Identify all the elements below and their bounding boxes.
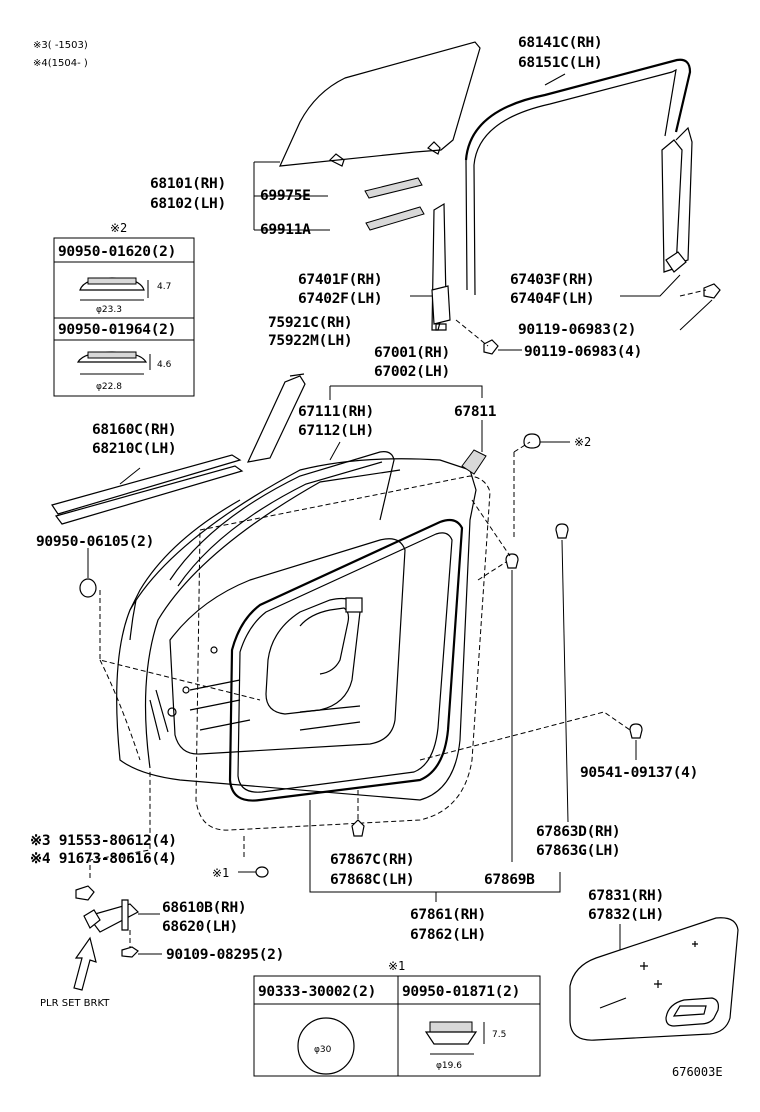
bolt-90119-a — [679, 283, 721, 331]
label-plr-set-brkt: PLR SET BRKT — [40, 998, 110, 1009]
label-90109: 90109-08295(2) — [166, 947, 284, 963]
label-67863g: 67863G(LH) — [536, 843, 620, 859]
label-67862: 67862(LH) — [410, 927, 486, 943]
glass-channel-69911 — [365, 206, 425, 231]
door-weatherstrip-67861 — [228, 518, 464, 802]
label-67002: 67002(LH) — [374, 364, 450, 380]
label-68160: 68160C(RH) — [92, 422, 176, 438]
door-inner-panel — [149, 538, 406, 755]
label-67861: 67861(RH) — [410, 907, 486, 923]
phantom-outline — [195, 475, 491, 831]
label-67402: 67402F(LH) — [298, 291, 382, 307]
label-68101: 68101(RH) — [150, 176, 226, 192]
label-75921: 75921C(RH) — [268, 315, 352, 331]
inset2-row2-part: 90950-01964(2) — [58, 322, 176, 338]
label-75922: 75922M(LH) — [268, 333, 352, 349]
label-67868: 67868C(LH) — [330, 872, 414, 888]
grommet-2 — [523, 433, 570, 449]
inset2-row2-h: 4.6 — [157, 360, 172, 370]
label-68610: 68610B(RH) — [162, 900, 246, 916]
clip-67863 — [555, 523, 569, 823]
inset1-col1-part: 90333-30002(2) — [258, 984, 376, 1000]
label-67832: 67832(LH) — [588, 907, 664, 923]
inset1-col2-d: φ19.6 — [436, 1061, 462, 1071]
label-90950-06105: 90950-06105(2) — [36, 534, 154, 550]
label-90119-b: 90119-06983(4) — [524, 344, 642, 360]
rear-sash-67403 — [661, 126, 693, 273]
inset1-mark: ※1 — [388, 959, 405, 973]
label-90541: 90541-09137(4) — [580, 765, 698, 781]
label-67811: 67811 — [454, 404, 497, 420]
front-door-panel — [116, 458, 477, 801]
mark-1-callout — [238, 836, 269, 878]
clip-67869 — [505, 553, 519, 862]
door-glass — [279, 41, 481, 167]
inset-parts-1 — [253, 975, 541, 1077]
label-91553: ※3 91553-80612(4) — [30, 833, 177, 849]
label-67404: 67404F(LH) — [510, 291, 594, 307]
inset2-row1-h: 4.7 — [157, 282, 171, 292]
hole-cover-67831 — [569, 917, 739, 1041]
bolt-90109 — [121, 946, 162, 958]
label-67863d: 67863D(RH) — [536, 824, 620, 840]
diagram-code: 676003E — [672, 1065, 723, 1079]
pin-67867 — [351, 790, 365, 837]
belt-moulding-68160 — [51, 454, 244, 525]
label-67111: 67111(RH) — [298, 404, 374, 420]
label-68102: 68102(LH) — [150, 196, 226, 212]
label-67867: 67867C(RH) — [330, 852, 414, 868]
glass-channel-69975 — [364, 177, 423, 199]
label-68151: 68151C(LH) — [518, 55, 602, 71]
inset1-col2-h: 7.5 — [492, 1030, 506, 1040]
glass-leader — [253, 161, 330, 231]
inset2-mark: ※2 — [110, 221, 127, 235]
garnish-75921 — [246, 373, 306, 463]
front-sash-67401 — [431, 202, 451, 331]
inset2-row1-d: φ23.3 — [96, 305, 122, 315]
belt-seal-67811 — [461, 449, 487, 475]
label-67112: 67112(LH) — [298, 423, 374, 439]
hinge-68610 — [83, 899, 160, 933]
bolt-90119-b — [483, 339, 522, 355]
label-mark-1: ※1 — [212, 866, 229, 880]
label-68141: 68141C(RH) — [518, 35, 602, 51]
label-68620: 68620(LH) — [162, 919, 238, 935]
inset2-row1-part: 90950-01620(2) — [58, 244, 176, 260]
label-67001: 67001(RH) — [374, 345, 450, 361]
plr-arrow — [73, 936, 97, 991]
label-67403: 67403F(RH) — [510, 272, 594, 288]
hinge-bolt-91553 — [75, 885, 95, 901]
inset-clips-2 — [53, 237, 195, 397]
grommet-90950-06105 — [79, 548, 97, 598]
label-69975: 69975E — [260, 188, 311, 204]
inset1-col2-part: 90950-01871(2) — [402, 984, 520, 1000]
note-3: ※3( -1503) — [33, 40, 88, 51]
label-67401: 67401F(RH) — [298, 272, 382, 288]
leader-67861 — [309, 800, 561, 893]
label-90119-a: 90119-06983(2) — [518, 322, 636, 338]
clip-90541 — [629, 723, 643, 760]
window-frame-68141 — [464, 58, 692, 296]
frame-moulding-67111 — [169, 451, 395, 587]
label-68210: 68210C(LH) — [92, 441, 176, 457]
label-67869: 67869B — [484, 872, 535, 888]
label-69911: 69911A — [260, 222, 311, 238]
inset1-col1-dim: φ30 — [314, 1045, 332, 1055]
label-91673: ※4 91673-80616(4) — [30, 851, 177, 867]
label-67831: 67831(RH) — [588, 888, 664, 904]
inset2-row2-d: φ22.8 — [96, 382, 122, 392]
mark-2-grommet: ※2 — [574, 435, 591, 449]
note-4: ※4(1504- ) — [33, 58, 88, 69]
